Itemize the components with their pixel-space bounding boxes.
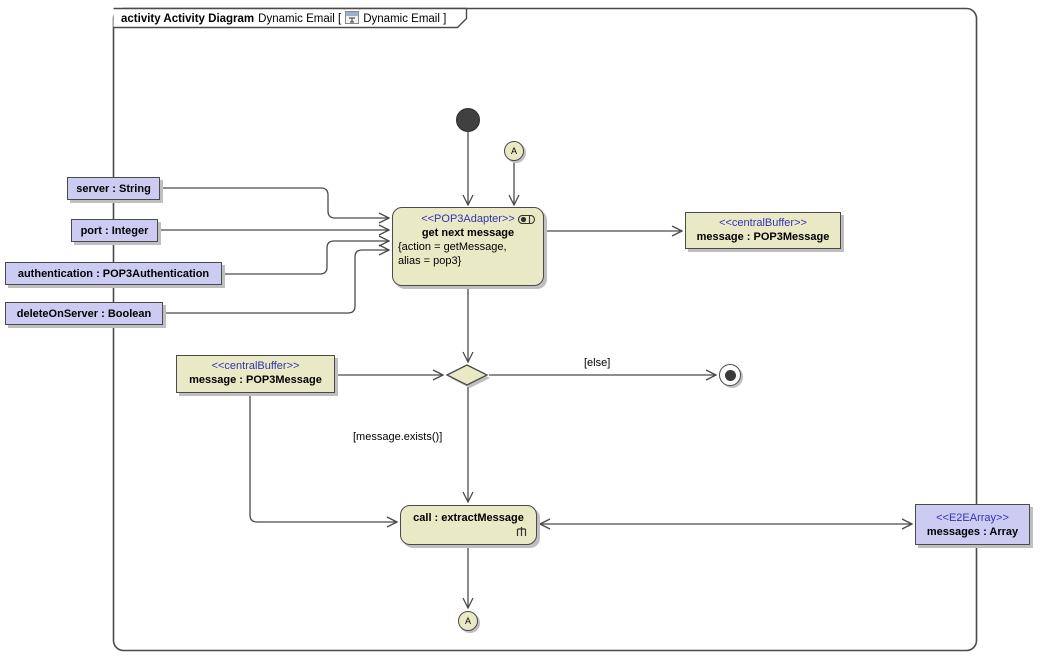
final-node-core <box>724 369 736 381</box>
connector-label: A <box>464 616 471 626</box>
buffer-name: message : POP3Message <box>189 374 322 386</box>
frame-keyword: activity Activity Diagram <box>121 13 255 25</box>
param-label: deleteOnServer : Boolean <box>16 307 152 320</box>
param-node-server[interactable]: server : String <box>67 177 160 200</box>
action-call-extract-message[interactable]: call : extractMessage <box>400 505 537 545</box>
object-stereotype: <<E2EArray>> <box>936 511 1009 524</box>
edge-authentication-to-get-next-message <box>222 241 389 275</box>
object-node-messages-array[interactable]: <<E2EArray>> messages : Array <box>915 504 1030 545</box>
frame-diagram-ref: Dynamic Email ] <box>363 13 447 25</box>
frame-title: Dynamic Email [ <box>258 13 342 25</box>
frame-header-tab <box>113 7 468 29</box>
action-constraint-line2: alias = pop3} <box>398 255 462 267</box>
rake-icon <box>515 526 528 540</box>
edge-buffer-left-to-call-extract <box>249 394 397 522</box>
action-name: call : extractMessage <box>413 512 524 524</box>
buffer-name: message : POP3Message <box>696 231 830 243</box>
activity-final-node[interactable] <box>719 364 741 386</box>
buffer-stereotype: <<centralBuffer>> <box>719 217 807 229</box>
edge-deleteonserver-to-get-next-message <box>163 250 389 314</box>
param-label: authentication : POP3Authentication <box>17 267 210 280</box>
param-node-authentication[interactable]: authentication : POP3Authentication <box>5 262 222 285</box>
object-node-icon <box>517 214 536 227</box>
param-node-port[interactable]: port : Integer <box>71 219 158 242</box>
param-label: server : String <box>76 182 151 195</box>
edge-server-to-get-next-message <box>160 187 389 218</box>
action-stereotype: <<POP3Adapter>> <box>421 213 515 225</box>
connector-label: A <box>510 146 517 156</box>
central-buffer-right[interactable]: <<centralBuffer>> message : POP3Message <box>685 212 841 249</box>
guard-label-else: [else] <box>584 357 611 369</box>
buffer-stereotype: <<centralBuffer>> <box>211 360 300 372</box>
activity-frame-border <box>112 7 978 652</box>
param-label: port : Integer <box>80 224 149 237</box>
guard-label-message-exists: [message.exists()] <box>353 431 443 443</box>
central-buffer-left[interactable]: <<centralBuffer>> message : POP3Message <box>176 355 335 393</box>
object-name: messages : Array <box>926 525 1019 538</box>
initial-node[interactable] <box>456 108 480 132</box>
activity-diagram-icon <box>345 11 360 27</box>
action-name: get next message <box>421 227 515 239</box>
param-node-deleteonserver[interactable]: deleteOnServer : Boolean <box>5 302 163 325</box>
frame-header: activity Activity Diagram Dynamic Email … <box>121 11 446 27</box>
action-get-next-message[interactable]: <<POP3Adapter>> get next message {action… <box>392 207 544 286</box>
connector-a-top[interactable]: A <box>504 141 524 161</box>
connector-a-bottom[interactable]: A <box>458 611 478 631</box>
action-constraint-line1: {action = getMessage, <box>398 241 507 253</box>
decision-node[interactable] <box>445 364 489 386</box>
